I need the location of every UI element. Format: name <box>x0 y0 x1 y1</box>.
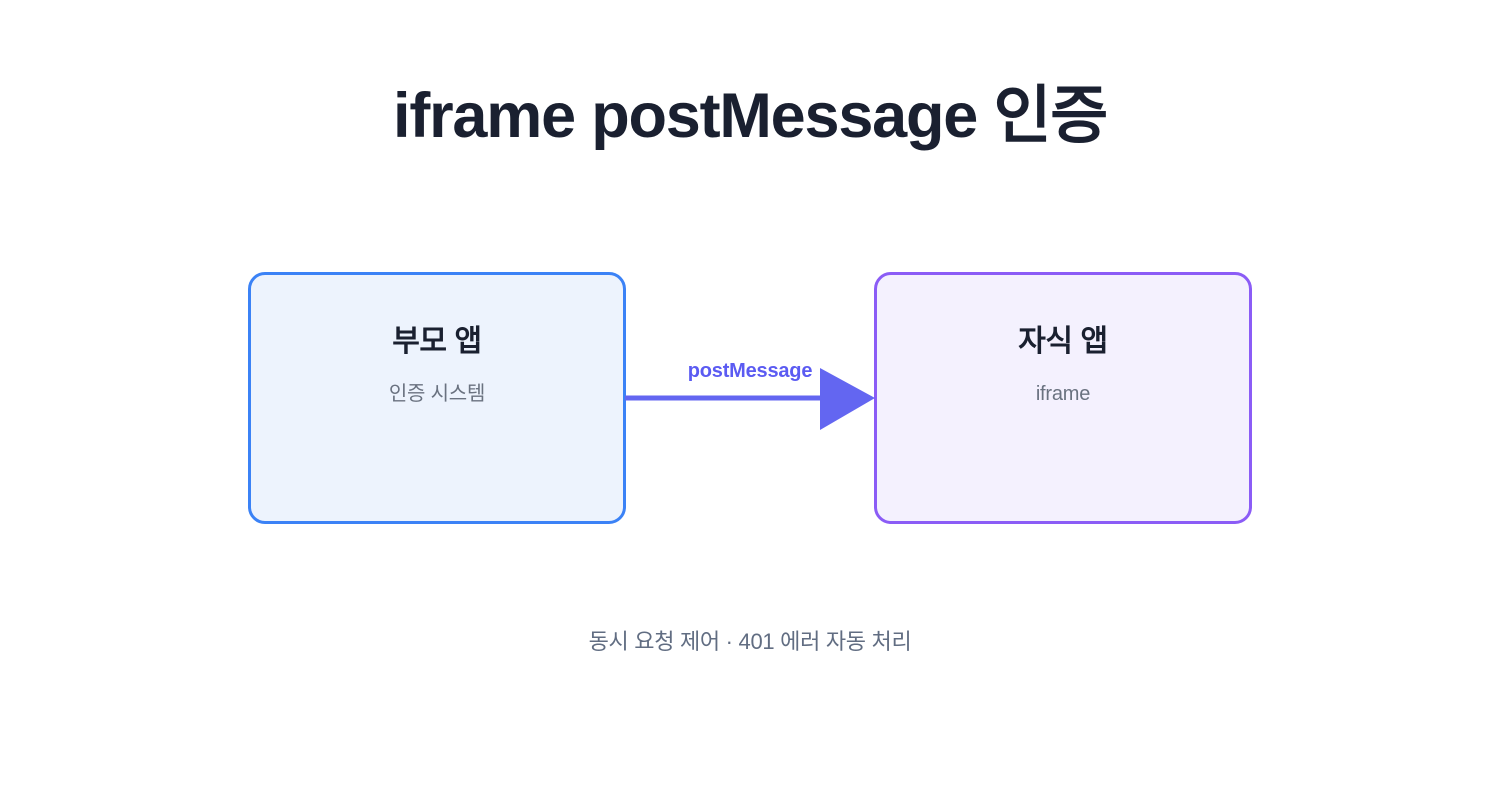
node-subtitle: 인증 시스템 <box>388 383 486 405</box>
node-subtitle: iframe <box>1035 383 1091 405</box>
page-title: iframe postMessage 인증 <box>393 81 1108 151</box>
diagram-node-parent-app: 부모 앱 인증 시스템 <box>248 272 626 524</box>
connector-arrow <box>625 368 875 430</box>
connector-label: postMessage <box>687 360 813 382</box>
diagram-caption: 동시 요청 제어 · 401 에러 자동 처리 <box>588 629 912 654</box>
node-title: 부모 앱 <box>392 325 482 358</box>
node-title: 자식 앱 <box>1018 325 1108 358</box>
arrowhead-icon <box>820 368 875 430</box>
diagram-node-child-app: 자식 앱 iframe <box>874 272 1252 524</box>
